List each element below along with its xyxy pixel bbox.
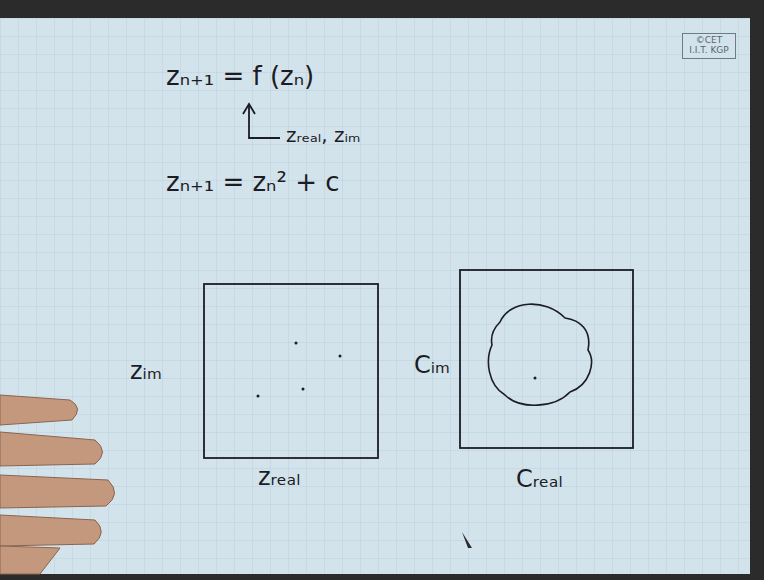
z-plane-square [204,284,378,458]
grid [0,18,750,574]
stamp-text: ©CET I.I.T. KGP [686,36,732,56]
axis-label: Cᵢₘ [414,352,450,380]
leader-arrow [243,104,280,138]
axis-label: zᵣₑₐₗ [258,464,300,492]
equation: zₙ₊₁ = f (zₙ) [166,62,314,92]
copyright-stamp: ©CET I.I.T. KGP [682,33,736,59]
hand [0,395,115,574]
axis-label: zᵢₘ [130,358,162,386]
paper [0,18,750,574]
c-point [534,377,537,380]
mandelbrot-outline [488,304,591,405]
axis-label: Cᵣₑₐₗ [516,466,562,494]
orbit-dots [257,342,342,398]
equation: zₙ₊₁ = zₙ² + c [166,168,340,198]
pen-tip [462,532,472,548]
c-plane-square [460,270,633,448]
equation: zᵣₑₐₗ, zᵢₘ [286,124,360,147]
